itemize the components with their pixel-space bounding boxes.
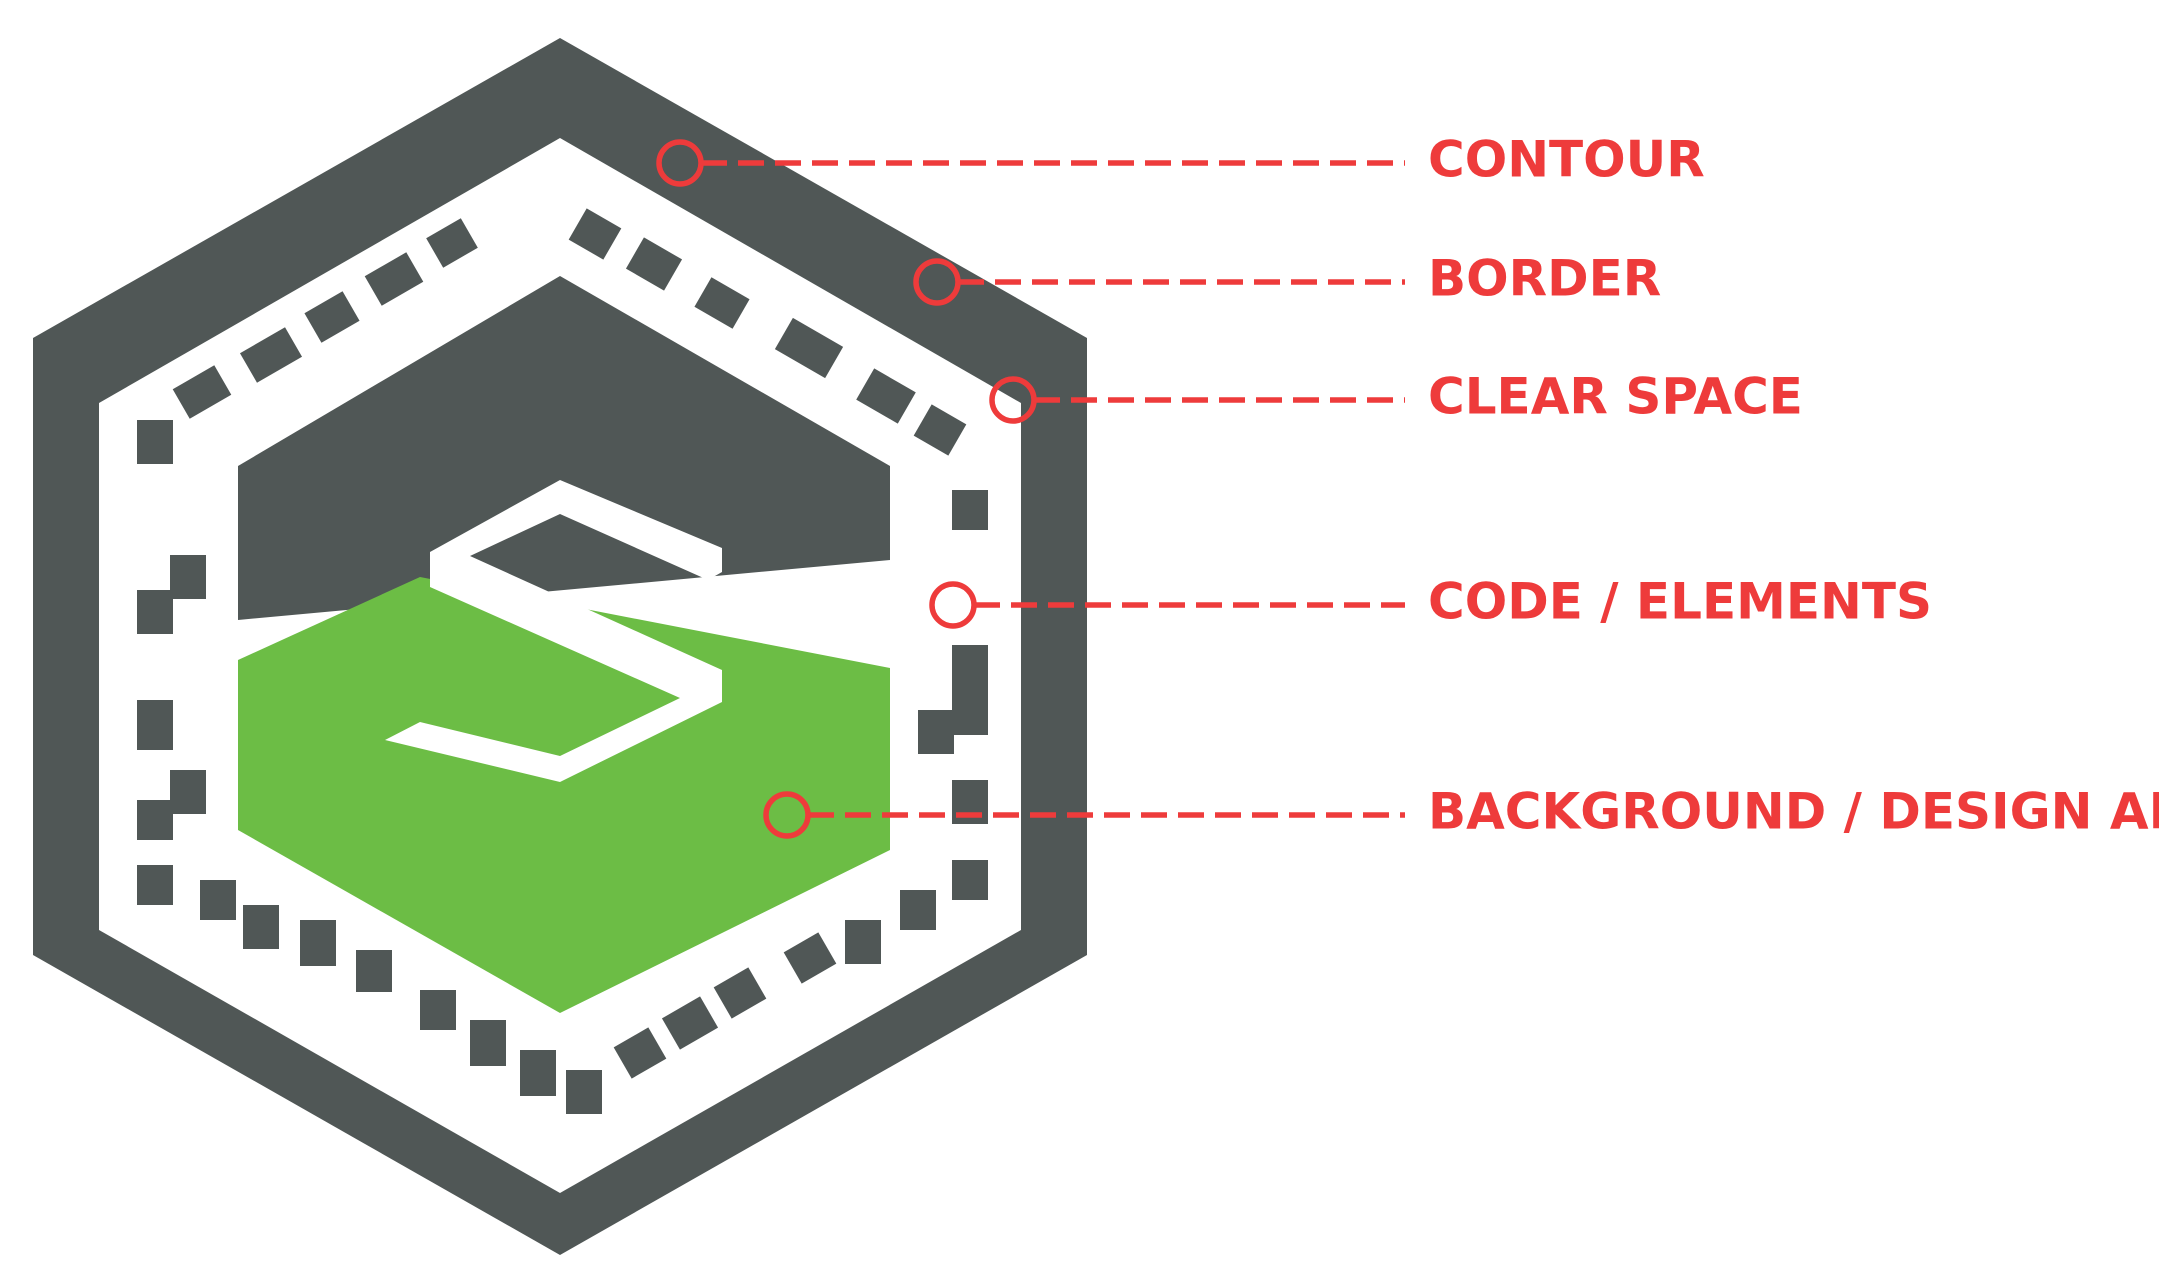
code-block (364, 252, 424, 306)
code-block (918, 710, 954, 754)
code-block (568, 208, 622, 260)
callout-label: CONTOUR (1428, 131, 1705, 189)
hexagon-marker (33, 38, 1087, 1255)
callout-label: CLEAR SPACE (1428, 368, 1803, 426)
callout-border: BORDER (913, 250, 1661, 308)
code-block (137, 865, 173, 905)
code-block (470, 1020, 506, 1066)
code-block (900, 890, 936, 930)
code-block (137, 800, 173, 840)
code-block (137, 590, 173, 634)
code-block (952, 860, 988, 900)
code-block (783, 932, 837, 984)
code-block (613, 1027, 667, 1079)
code-block (172, 365, 232, 419)
callout-clear-space: CLEAR SPACE (989, 368, 1803, 426)
callouts: CONTOUR BORDER CLEAR SPACE CODE / ELEMEN… (656, 131, 2159, 841)
code-elements-pattern (137, 208, 988, 1114)
code-block (356, 950, 392, 992)
code-block (300, 920, 336, 966)
code-block (566, 1070, 602, 1114)
callout-label: CODE / ELEMENTS (1428, 573, 1932, 631)
code-block (694, 277, 750, 329)
code-block (625, 237, 683, 291)
design-green-face (238, 577, 890, 1013)
code-block (239, 327, 303, 383)
design-dark-top-face (238, 276, 890, 620)
code-block (774, 317, 844, 379)
callout-label: BACKGROUND / DESIGN AREA (1428, 783, 2159, 841)
code-block (952, 490, 988, 530)
code-block (856, 368, 916, 424)
code-block (520, 1050, 556, 1096)
code-block (426, 218, 478, 268)
code-block (170, 555, 206, 599)
code-block (304, 291, 360, 343)
code-block (845, 920, 881, 964)
code-block (137, 700, 173, 750)
code-block (420, 990, 456, 1030)
central-design (238, 276, 890, 1013)
code-block (952, 645, 988, 735)
callout-code-elements: CODE / ELEMENTS (929, 573, 1932, 631)
code-block (170, 770, 206, 814)
code-block (713, 967, 767, 1019)
code-block (137, 420, 173, 464)
design-white-stroke (385, 480, 722, 782)
callout-label: BORDER (1428, 250, 1661, 308)
callout-background-design-area: BACKGROUND / DESIGN AREA (763, 783, 2159, 841)
code-block (200, 880, 236, 920)
code-block (243, 905, 279, 949)
code-block (661, 996, 719, 1050)
callout-contour: CONTOUR (656, 131, 1705, 189)
code-block (913, 404, 967, 456)
